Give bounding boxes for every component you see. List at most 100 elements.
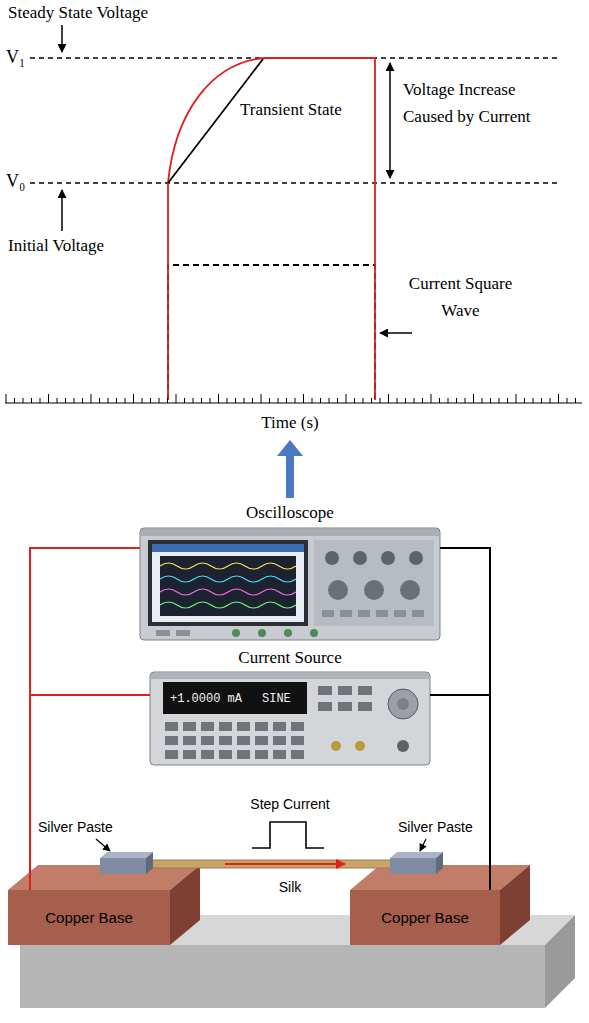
axis-tick: [167, 398, 168, 403]
key: [255, 736, 268, 745]
axis-tick: [74, 398, 75, 403]
axis-tick: [210, 398, 211, 403]
current-source-picture: [151, 673, 429, 679]
oscilloscope-picture: [160, 563, 296, 569]
axis-tick: [40, 398, 41, 403]
oscilloscope-picture: [152, 544, 304, 552]
part-label: Silver Paste: [398, 819, 473, 835]
key: [183, 722, 196, 731]
axis-tick: [448, 398, 449, 403]
axis-title: Time (s): [261, 413, 318, 433]
silver-paste: [390, 858, 436, 874]
current-source-picture: [355, 741, 365, 751]
oscilloscope-picture: [322, 610, 334, 617]
key: [273, 750, 286, 759]
silver-paste: [390, 852, 443, 858]
axis-tick: [108, 398, 109, 403]
axis-tick: [82, 398, 83, 403]
oscilloscope-picture: [140, 528, 440, 640]
current-source-picture: [388, 689, 418, 719]
axis-tick: [218, 394, 219, 403]
voltage-level: V₀: [6, 171, 25, 192]
part-label: Silver Paste: [38, 819, 113, 835]
voltage-curve: [168, 58, 375, 400]
oscilloscope-picture: [258, 629, 266, 637]
leader-arrow: [96, 839, 110, 851]
device-label: Oscilloscope: [246, 503, 334, 523]
axis-tick: [329, 398, 330, 403]
current-source-picture: [150, 672, 430, 765]
current-source-picture: [358, 702, 372, 711]
axis-ticks: [6, 394, 576, 403]
axis-tick: [278, 398, 279, 403]
axis-tick: [31, 398, 32, 403]
current-source-picture: [150, 672, 430, 765]
voltage-level: V₁: [6, 47, 25, 68]
axis-tick: [439, 398, 440, 403]
oscilloscope-picture: [152, 544, 304, 622]
annotation: Transient State: [240, 100, 342, 120]
key: [165, 750, 178, 759]
axis-tick: [388, 394, 389, 403]
key: [291, 750, 304, 759]
axis-tick: [6, 394, 7, 403]
current-arrow: [225, 863, 345, 865]
axis-tick: [567, 398, 568, 403]
pointer-arrow: [380, 332, 412, 334]
oscilloscope-picture: [232, 629, 240, 637]
wire: [430, 695, 490, 890]
key: [201, 736, 214, 745]
axis-tick: [575, 398, 576, 403]
annotation: Current Square Wave: [398, 270, 523, 324]
sample-stage: [545, 915, 575, 1008]
oscilloscope-picture: [328, 580, 348, 600]
key: [237, 722, 250, 731]
axis-tick: [414, 398, 415, 403]
axis-tick: [320, 398, 321, 403]
current-source-picture: [338, 702, 352, 711]
oscilloscope-picture: [160, 602, 296, 608]
axis-tick: [23, 398, 24, 403]
axis-tick: [456, 398, 457, 403]
current-source-picture: [338, 686, 352, 695]
oscilloscope-picture: [314, 540, 434, 626]
axis-tick: [57, 398, 58, 403]
axis-tick: [48, 394, 49, 403]
oscilloscope-picture: [381, 551, 395, 565]
annotation: Initial Voltage: [8, 236, 104, 256]
pointer-arrow: [61, 190, 63, 231]
axis-tick: [14, 398, 15, 403]
axis-tick: [490, 398, 491, 403]
axis-tick: [371, 398, 372, 403]
key: [219, 750, 232, 759]
current-source-picture: [318, 702, 332, 711]
span-arrow: [389, 63, 391, 178]
current-source-picture: [358, 686, 372, 695]
axis-tick: [99, 398, 100, 403]
oscilloscope-picture: [160, 589, 296, 595]
oscilloscope-picture: [156, 630, 170, 636]
current-source-device: Current Source: [150, 648, 430, 765]
current-source-picture: [163, 682, 307, 714]
oscilloscope-device: Oscilloscope: [140, 503, 440, 640]
axis-tick: [541, 398, 542, 403]
axis-tick: [176, 394, 177, 403]
display-readout: +1.0000 mA: [170, 693, 242, 707]
current-source-picture: [397, 698, 409, 710]
axis-tick: [142, 398, 143, 403]
axis-tick: [125, 398, 126, 403]
silver-paste: [100, 858, 146, 874]
silver-paste: [436, 852, 443, 874]
axis-tick: [261, 394, 262, 403]
base-label: Copper Base: [45, 909, 133, 926]
key: [183, 750, 196, 759]
current-square-wave: [168, 265, 375, 400]
oscilloscope-picture: [176, 630, 190, 636]
oscilloscope-picture: [160, 556, 296, 616]
key: [237, 750, 250, 759]
silk-fiber: [130, 860, 405, 868]
signal-label: Step Current: [250, 796, 329, 812]
keypad: [165, 722, 304, 759]
axis-tick: [516, 394, 517, 403]
oscilloscope-picture: [400, 580, 420, 600]
